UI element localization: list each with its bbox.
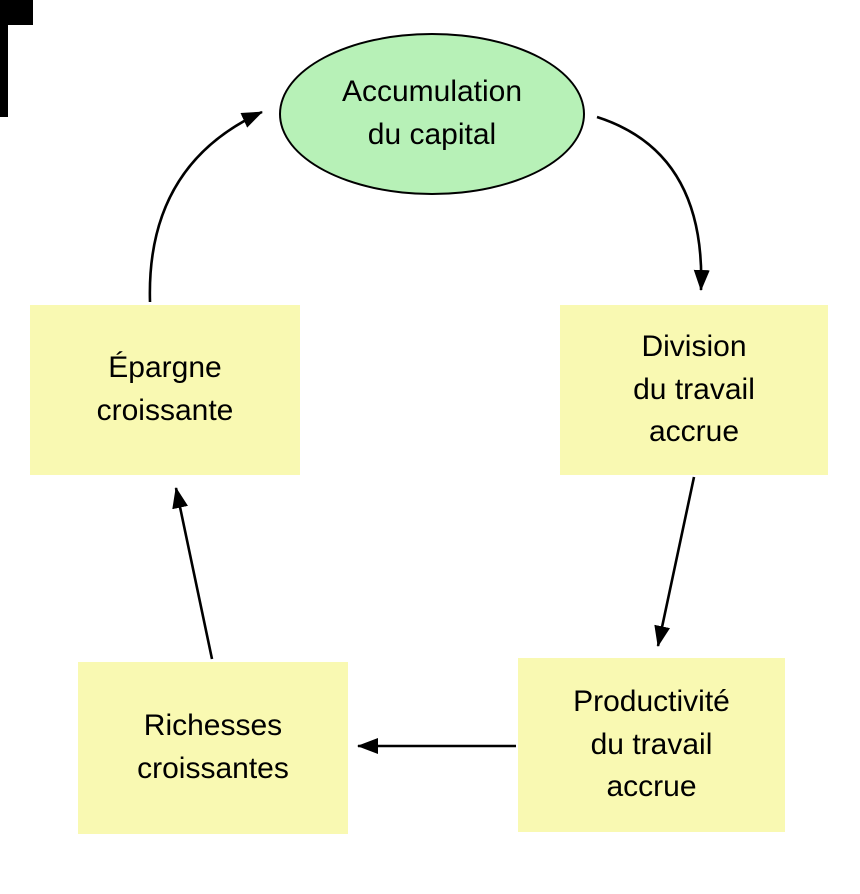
node-epargne-label: Épargne croissante (96, 351, 234, 427)
arrow-richesses-to-epargne (172, 487, 214, 660)
node-accumulation-du-capital: Accumulation du capital (279, 33, 585, 195)
node-richesses-croissantes: Richesses croissantes (78, 662, 348, 834)
node-richesses-label: Richesses croissantes (137, 709, 289, 785)
arrow-accumulation-to-division (596, 115, 710, 291)
node-division-du-travail: Division du travail accrue (560, 305, 828, 475)
node-epargne-croissante: Épargne croissante (30, 305, 300, 475)
node-productivite-du-travail: Productivité du travail accrue (518, 658, 785, 832)
corner-artifact (0, 0, 33, 25)
node-accumulation-label: Accumulation du capital (341, 75, 523, 151)
arrow-division-to-productivite (654, 476, 696, 647)
node-division-label: Division du travail accrue (633, 330, 755, 449)
arrow-epargne-to-accumulation (148, 110, 263, 303)
edge-artifact (0, 25, 8, 117)
node-productivite-label: Productivité du travail accrue (573, 685, 730, 804)
